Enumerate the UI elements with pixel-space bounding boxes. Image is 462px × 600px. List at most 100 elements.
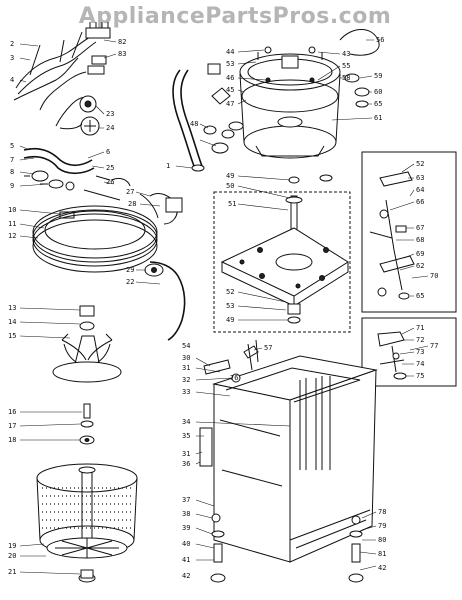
callout-70: 70	[430, 272, 438, 280]
callout-49: 49	[226, 172, 234, 180]
callout-78: 78	[378, 508, 386, 516]
callout-49b: 49	[226, 316, 234, 324]
callout-18: 18	[8, 436, 16, 444]
callout-35: 35	[182, 432, 190, 440]
callout-65: 65	[374, 100, 382, 108]
callout-31b: 31	[182, 450, 190, 458]
callout-31: 31	[182, 364, 190, 372]
callout-66: 66	[416, 198, 424, 206]
callout-83: 83	[118, 50, 126, 58]
agitator	[52, 305, 122, 383]
callout-30: 30	[182, 354, 190, 362]
callout-77: 77	[430, 342, 438, 350]
callout-12: 12	[8, 232, 16, 240]
callout-76: 76	[230, 374, 238, 382]
callout-11: 11	[8, 220, 16, 228]
callout-81: 81	[378, 550, 386, 558]
callout-74: 74	[416, 360, 424, 368]
tub-ring	[32, 205, 158, 273]
callout-13: 13	[8, 304, 16, 312]
callout-9: 9	[10, 182, 14, 190]
callout-55: 55	[342, 62, 350, 70]
callout-10: 10	[8, 206, 16, 214]
callout-1: 1	[166, 162, 170, 170]
leader-lines	[19, 39, 429, 575]
callout-29: 29	[126, 266, 134, 274]
callout-20: 20	[8, 552, 16, 560]
callout-34: 34	[182, 418, 190, 426]
callout-50: 50	[226, 182, 234, 190]
callout-58: 58	[342, 74, 350, 82]
callout-73: 73	[416, 348, 424, 356]
callout-52: 52	[416, 160, 424, 168]
callout-44: 44	[226, 48, 234, 56]
drain-hose-assembly	[23, 147, 95, 191]
callout-15: 15	[8, 332, 16, 340]
callout-56: 56	[376, 36, 384, 44]
callout-65b: 65	[416, 292, 424, 300]
callout-21: 21	[8, 568, 16, 576]
callout-33: 33	[182, 388, 190, 396]
callout-17: 17	[8, 422, 16, 430]
callout-36: 36	[182, 460, 190, 468]
callout-57: 57	[264, 344, 272, 352]
outer-tub	[239, 29, 380, 182]
callout-53b: 53	[226, 302, 234, 310]
watermark: AppliancePartsPros.com	[78, 4, 392, 29]
callout-72: 72	[416, 336, 424, 344]
callout-64: 64	[416, 186, 424, 194]
callout-14: 14	[8, 318, 16, 326]
callout-19: 19	[8, 542, 16, 550]
callout-46: 46	[226, 74, 234, 82]
spin-basket	[36, 463, 138, 583]
callout-25: 25	[106, 164, 114, 172]
callout-22: 22	[126, 278, 134, 286]
callout-3: 3	[10, 54, 14, 62]
callout-8: 8	[10, 168, 14, 176]
callout-23: 23	[106, 110, 114, 118]
callout-62: 62	[416, 262, 424, 270]
callout-45: 45	[226, 86, 234, 94]
callout-69: 69	[416, 250, 424, 258]
callout-40: 40	[182, 540, 190, 548]
callout-82: 82	[118, 38, 126, 46]
callout-48: 48	[190, 120, 198, 128]
cabinet	[199, 339, 378, 583]
callout-43: 43	[342, 50, 350, 58]
callout-4: 4	[10, 76, 14, 84]
callout-53: 53	[226, 60, 234, 68]
callout-51: 51	[228, 200, 236, 208]
callout-28: 28	[128, 200, 136, 208]
callout-54: 54	[182, 342, 190, 350]
callout-7: 7	[10, 156, 14, 164]
callout-80: 80	[378, 536, 386, 544]
callout-24: 24	[106, 124, 114, 132]
callout-39: 39	[182, 524, 190, 532]
transmission-assembly	[213, 176, 351, 333]
callout-5: 5	[10, 142, 14, 150]
callout-75: 75	[416, 372, 424, 380]
wire-harness	[13, 22, 111, 136]
callout-26: 26	[106, 178, 114, 186]
callout-27: 27	[126, 188, 134, 196]
callout-67: 67	[416, 224, 424, 232]
callout-2: 2	[10, 40, 14, 48]
callout-42-right: 42	[378, 564, 386, 572]
callout-63: 63	[416, 174, 424, 182]
callout-6: 6	[106, 148, 110, 156]
callout-79: 79	[378, 522, 386, 530]
callout-60: 60	[374, 88, 382, 96]
callout-41: 41	[182, 556, 190, 564]
callout-42: 42	[182, 572, 190, 580]
callout-32: 32	[182, 376, 190, 384]
callout-68: 68	[416, 236, 424, 244]
callout-52b: 52	[226, 288, 234, 296]
callout-16: 16	[8, 408, 16, 416]
callout-38: 38	[182, 510, 190, 518]
suspension-bracket-kit	[361, 151, 457, 313]
callout-61: 61	[374, 114, 382, 122]
callout-47: 47	[226, 100, 234, 108]
callout-37: 37	[182, 496, 190, 504]
